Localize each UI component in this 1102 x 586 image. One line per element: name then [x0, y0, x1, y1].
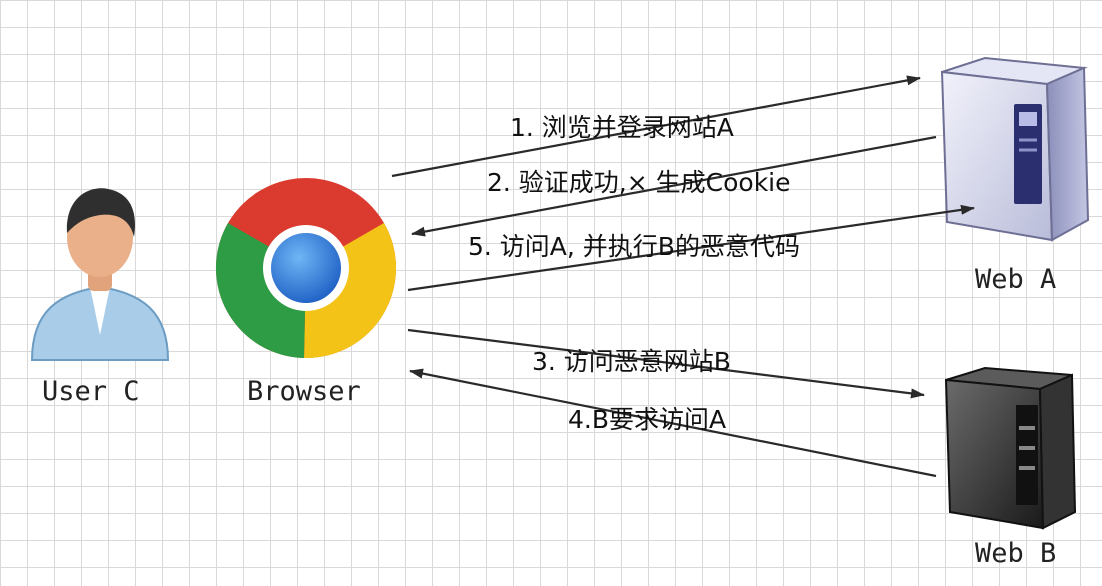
node-label-web-b: Web B: [975, 538, 1056, 569]
arrow-step-1: [391, 75, 921, 178]
step-label-2: 2. 验证成功,× 生成Cookie: [487, 168, 791, 197]
step-label-3: 3. 访问恶意网站B: [532, 347, 731, 376]
arrow-step-3: [407, 328, 925, 399]
chrome-browser-icon: [215, 178, 397, 359]
server-tower-icon: [940, 56, 1090, 242]
node-label-user: User C: [42, 376, 140, 407]
arrow-step-5: [407, 204, 975, 292]
node-label-web-a: Web A: [975, 264, 1056, 295]
user-avatar-icon: [30, 188, 170, 361]
step-label-5: 5. 访问A, 并执行B的恶意代码: [468, 232, 800, 261]
arrow-step-2: [411, 135, 937, 237]
node-label-browser: Browser: [247, 376, 361, 407]
step-label-1: 1. 浏览并登录网站A: [510, 113, 734, 142]
server-tower-dark-icon: [944, 366, 1077, 530]
step-label-4: 4.B要求访问A: [568, 405, 726, 434]
arrow-step-4: [409, 368, 937, 478]
